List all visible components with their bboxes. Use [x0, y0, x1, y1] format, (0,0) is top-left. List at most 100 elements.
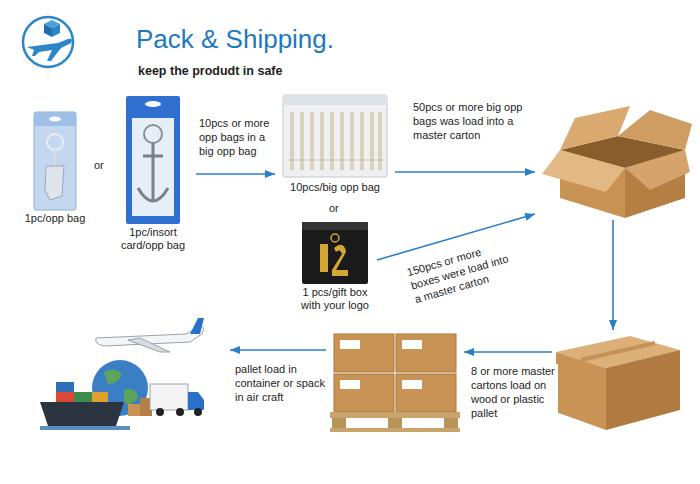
- art-shape: [340, 380, 360, 389]
- art-shape: [74, 392, 92, 402]
- product-node: 1 pcs/gift box with your logo: [293, 220, 377, 312]
- art-shape: [402, 380, 422, 389]
- art-shape: [360, 112, 364, 170]
- art-shape: [138, 188, 168, 201]
- node-caption: 1pc/insort card/opp bag: [110, 226, 196, 252]
- art-shape: [320, 244, 328, 272]
- product-node: [552, 330, 682, 432]
- note-label: keep the produdt in safe: [137, 64, 283, 78]
- pallet-load: [330, 334, 460, 432]
- art-shape: [302, 222, 368, 230]
- art-shape: [396, 374, 456, 412]
- note-label: or: [328, 201, 340, 215]
- art-shape: [300, 112, 304, 170]
- art-shape: [334, 334, 394, 372]
- art-shape: [625, 150, 690, 190]
- art-shape: [444, 418, 458, 428]
- flow-arrow: [196, 173, 275, 175]
- art-shape: [378, 112, 382, 170]
- art-shape: [330, 112, 334, 170]
- insert-card-bag: [126, 96, 180, 224]
- art-shape: [143, 155, 163, 158]
- node-caption: 1 pcs/gift box with your logo: [293, 286, 377, 312]
- art-shape: [128, 404, 142, 416]
- art-shape: [310, 112, 314, 170]
- art-shape: [302, 222, 368, 284]
- transport-scene: [40, 318, 204, 430]
- art-shape: [332, 245, 348, 276]
- art-shape: [350, 112, 354, 170]
- art-shape: [104, 369, 122, 384]
- flow-arrow: [395, 171, 535, 173]
- art-shape: [54, 150, 56, 166]
- open-carton: [542, 106, 692, 218]
- art-shape: [283, 95, 387, 177]
- art-shape: [606, 350, 680, 430]
- gift-box: [302, 222, 368, 284]
- art-shape: [283, 95, 387, 105]
- art-shape: [145, 101, 161, 107]
- product-node: 1pc/insort card/opp bag: [110, 92, 196, 252]
- art-shape: [44, 24, 52, 37]
- art-shape: [330, 428, 460, 432]
- art-shape: [190, 318, 204, 334]
- art-shape: [581, 343, 655, 360]
- big-opp-bag: [283, 95, 387, 177]
- diagram-title: Pack & Shipping.: [136, 24, 334, 54]
- node-caption: 1pc/opp bag: [20, 212, 90, 225]
- logo-icon: [23, 17, 73, 67]
- flow-arrow: [612, 220, 614, 330]
- art-shape: [340, 112, 344, 170]
- art-shape: [288, 160, 384, 161]
- art-shape: [144, 125, 162, 143]
- art-shape: [290, 112, 294, 170]
- art-shape: [556, 352, 606, 430]
- art-shape: [56, 382, 74, 392]
- art-shape: [402, 340, 422, 349]
- art-shape: [126, 96, 180, 224]
- art-shape: [45, 166, 64, 200]
- art-shape: [56, 392, 74, 402]
- flow-arrow: [464, 351, 552, 353]
- art-shape: [334, 374, 394, 412]
- art-shape: [52, 24, 60, 37]
- art-shape: [34, 112, 76, 210]
- art-shape: [40, 402, 124, 426]
- edge-label: 150pcs or more boxes were load into a ma…: [404, 236, 521, 307]
- art-shape: [396, 334, 456, 372]
- product-node: 1pc/opp bag: [20, 110, 90, 225]
- art-shape: [92, 392, 108, 402]
- art-shape: [618, 110, 692, 150]
- closed-carton: [556, 336, 680, 430]
- art-shape: [150, 384, 188, 410]
- flow-arrow: [230, 349, 326, 351]
- node-caption: 10pcs/big opp bag: [275, 181, 395, 194]
- opp-bag: [34, 112, 76, 210]
- art-shape: [27, 39, 72, 61]
- art-shape: [176, 408, 184, 416]
- art-shape: [152, 143, 155, 200]
- art-shape: [49, 117, 61, 122]
- art-shape: [542, 150, 625, 192]
- art-shape: [47, 134, 63, 150]
- art-shape: [292, 112, 380, 170]
- art-shape: [156, 408, 164, 416]
- note-label: or: [93, 158, 105, 172]
- product-node: 10pcs/big opp bag: [275, 95, 395, 194]
- edge-label: 10pcs or more opp bags in a big opp bag: [198, 116, 274, 158]
- product-node: [535, 110, 692, 220]
- art-shape: [124, 389, 138, 404]
- art-shape: [560, 106, 630, 150]
- art-shape: [194, 408, 202, 416]
- edge-label: 50pcs or more big opp bags was load into…: [412, 100, 524, 142]
- product-node: [30, 318, 230, 433]
- art-shape: [34, 112, 76, 126]
- art-shape: [388, 418, 402, 428]
- edge-label: pallet load in container or spack in air…: [234, 362, 326, 404]
- art-shape: [330, 412, 460, 418]
- art-shape: [40, 426, 130, 430]
- art-shape: [128, 338, 170, 352]
- art-shape: [320, 112, 324, 170]
